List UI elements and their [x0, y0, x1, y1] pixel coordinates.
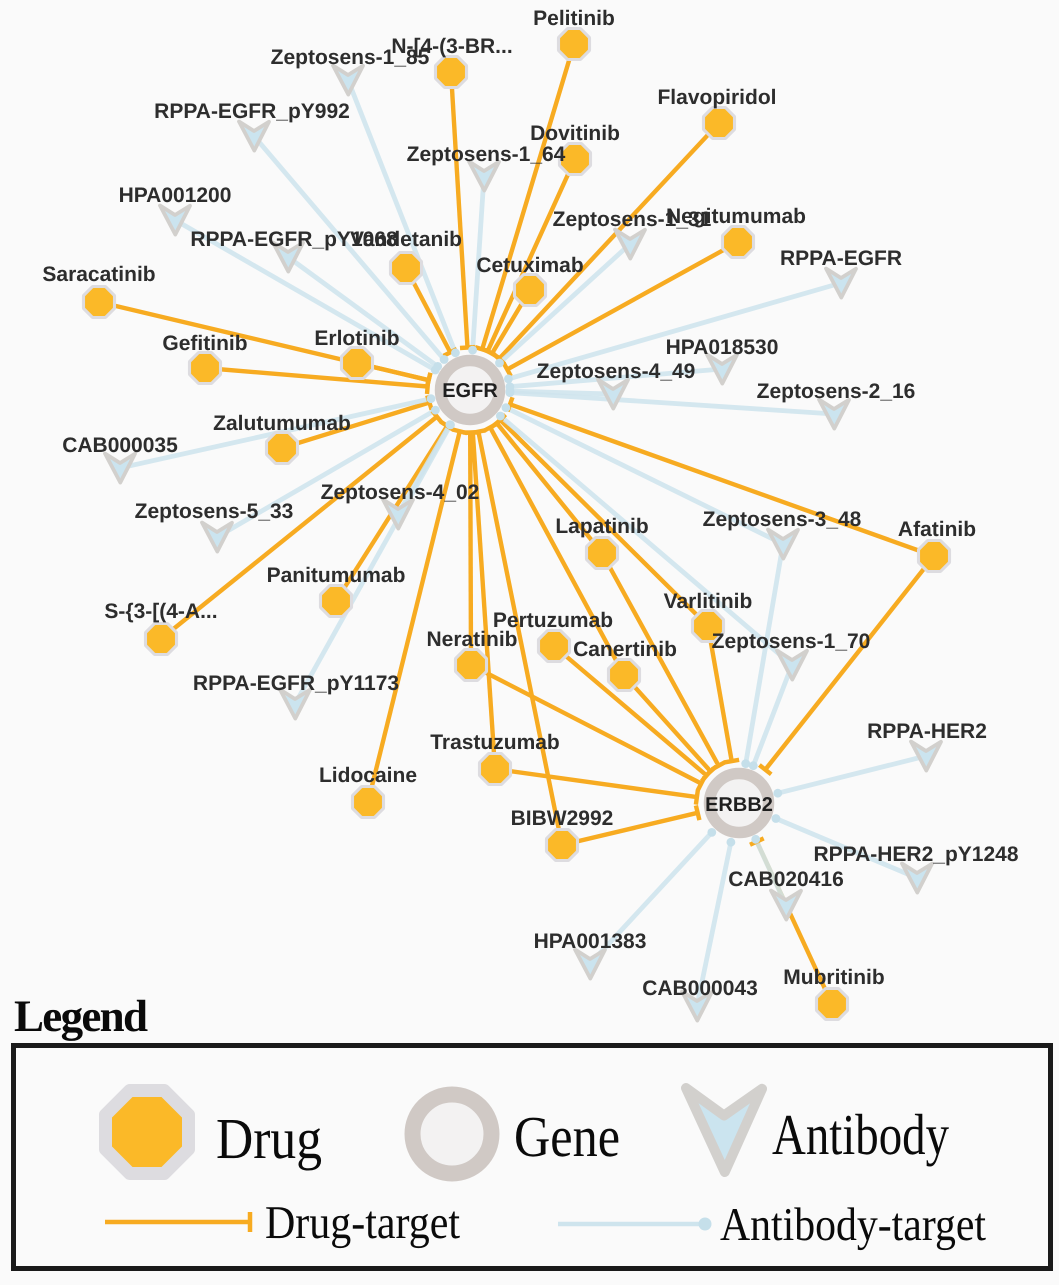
svg-text:Neratinib: Neratinib [426, 628, 517, 651]
svg-text:Gene: Gene [514, 1104, 620, 1169]
svg-text:ERBB2: ERBB2 [705, 794, 773, 816]
svg-text:Antibody-target: Antibody-target [720, 1199, 986, 1251]
svg-text:Zeptosens-5_33: Zeptosens-5_33 [135, 500, 294, 523]
svg-text:Canertinib: Canertinib [573, 638, 677, 661]
svg-text:Saracatinib: Saracatinib [42, 263, 155, 286]
svg-text:BIBW2992: BIBW2992 [511, 807, 614, 830]
svg-text:Panitumumab: Panitumumab [267, 564, 406, 587]
svg-text:Antibody: Antibody [772, 1102, 949, 1167]
svg-text:Lidocaine: Lidocaine [319, 764, 417, 787]
svg-text:Zeptosens-4_49: Zeptosens-4_49 [537, 360, 696, 383]
svg-text:Zeptosens-1_70: Zeptosens-1_70 [712, 630, 871, 653]
svg-text:RPPA-EGFR: RPPA-EGFR [780, 247, 902, 270]
svg-text:Gefitinib: Gefitinib [162, 332, 247, 355]
svg-text:EGFR: EGFR [442, 380, 498, 402]
svg-text:CAB000035: CAB000035 [62, 434, 178, 457]
svg-text:Negitumumab: Negitumumab [666, 205, 806, 228]
svg-text:N-[4-(3-BR...: N-[4-(3-BR... [391, 35, 512, 58]
svg-text:Zeptosens-1_31: Zeptosens-1_31 [553, 208, 712, 231]
svg-text:Mubritinib: Mubritinib [783, 966, 884, 989]
svg-text:HPA001200: HPA001200 [119, 184, 232, 207]
svg-text:Afatinib: Afatinib [898, 518, 976, 541]
svg-text:HPA001383: HPA001383 [534, 930, 647, 953]
svg-text:RPPA-HER2: RPPA-HER2 [867, 720, 987, 743]
svg-text:Dovitinib: Dovitinib [530, 122, 620, 145]
svg-text:S-{3-[(4-A...: S-{3-[(4-A... [104, 600, 217, 623]
svg-text:Zeptosens-4_02: Zeptosens-4_02 [321, 481, 480, 504]
svg-text:Drug-target: Drug-target [265, 1197, 460, 1249]
svg-text:Zalutumumab: Zalutumumab [213, 412, 351, 435]
svg-text:Zeptosens-1_64: Zeptosens-1_64 [407, 143, 566, 166]
svg-text:Pertuzumab: Pertuzumab [493, 609, 613, 632]
svg-text:CAB000043: CAB000043 [642, 977, 758, 1000]
svg-text:RPPA-HER2_pY1248: RPPA-HER2_pY1248 [813, 843, 1018, 866]
svg-text:Flavopiridol: Flavopiridol [657, 86, 776, 109]
svg-text:Zeptosens-1_85: Zeptosens-1_85 [271, 46, 430, 69]
svg-text:RPPA-EGFR_pY1068: RPPA-EGFR_pY1068 [190, 228, 398, 251]
svg-text:CAB020416: CAB020416 [728, 868, 844, 891]
svg-text:Erlotinib: Erlotinib [314, 327, 399, 350]
svg-text:Drug: Drug [216, 1106, 322, 1171]
svg-text:Lapatinib: Lapatinib [555, 515, 648, 538]
svg-text:HPA018530: HPA018530 [666, 336, 779, 359]
svg-text:Zeptosens-2_16: Zeptosens-2_16 [757, 380, 916, 403]
svg-text:Cetuximab: Cetuximab [476, 254, 583, 277]
svg-text:Legend: Legend [14, 991, 148, 1041]
svg-text:Trastuzumab: Trastuzumab [430, 731, 560, 754]
svg-text:Zeptosens-3_48: Zeptosens-3_48 [703, 508, 862, 531]
svg-text:Pelitinib: Pelitinib [533, 7, 615, 30]
svg-text:RPPA-EGFR_pY1173: RPPA-EGFR_pY1173 [193, 672, 399, 695]
svg-text:Varlitinib: Varlitinib [664, 590, 753, 613]
svg-text:Vandetanib: Vandetanib [350, 228, 462, 251]
svg-text:RPPA-EGFR_pY992: RPPA-EGFR_pY992 [154, 100, 350, 123]
